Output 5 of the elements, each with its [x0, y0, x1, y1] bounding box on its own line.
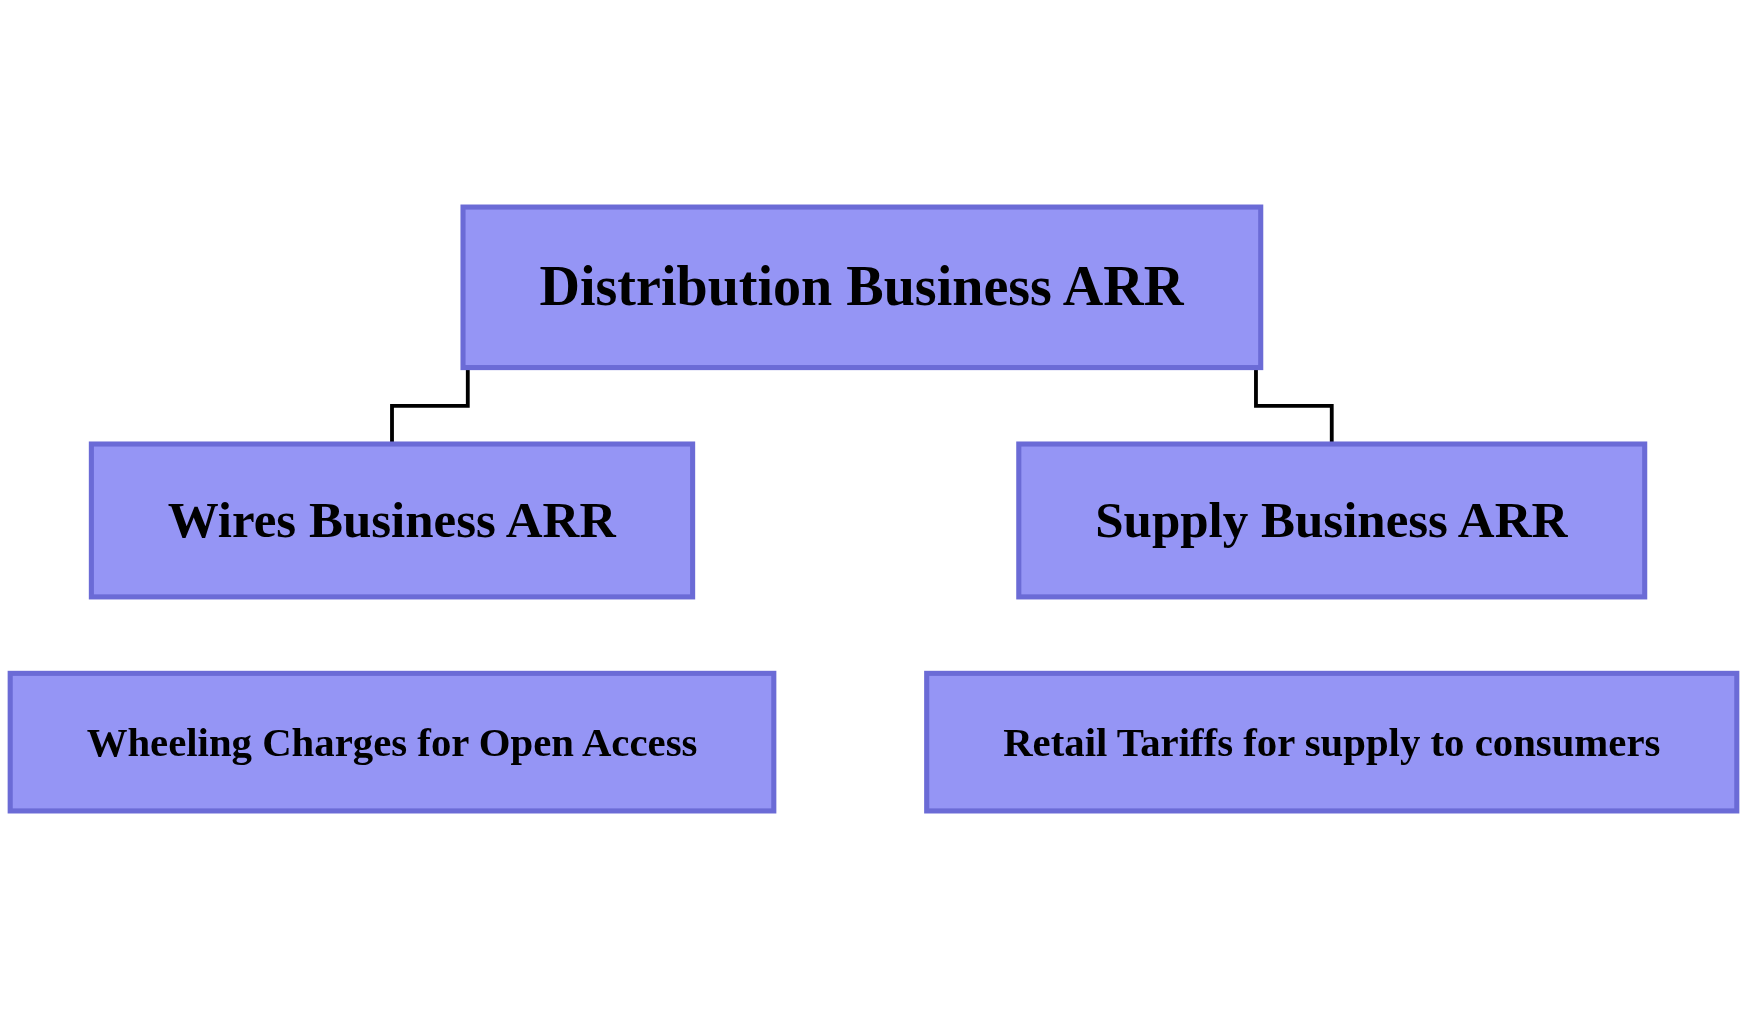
node-box: Supply Business ARR [1016, 441, 1648, 600]
node-box: Wheeling Charges for Open Access [7, 670, 777, 814]
node-box: Distribution Business ARR [460, 204, 1264, 371]
node-box: Retail Tariffs for supply to consumers [924, 670, 1740, 814]
node-box: Wires Business ARR [88, 441, 696, 600]
